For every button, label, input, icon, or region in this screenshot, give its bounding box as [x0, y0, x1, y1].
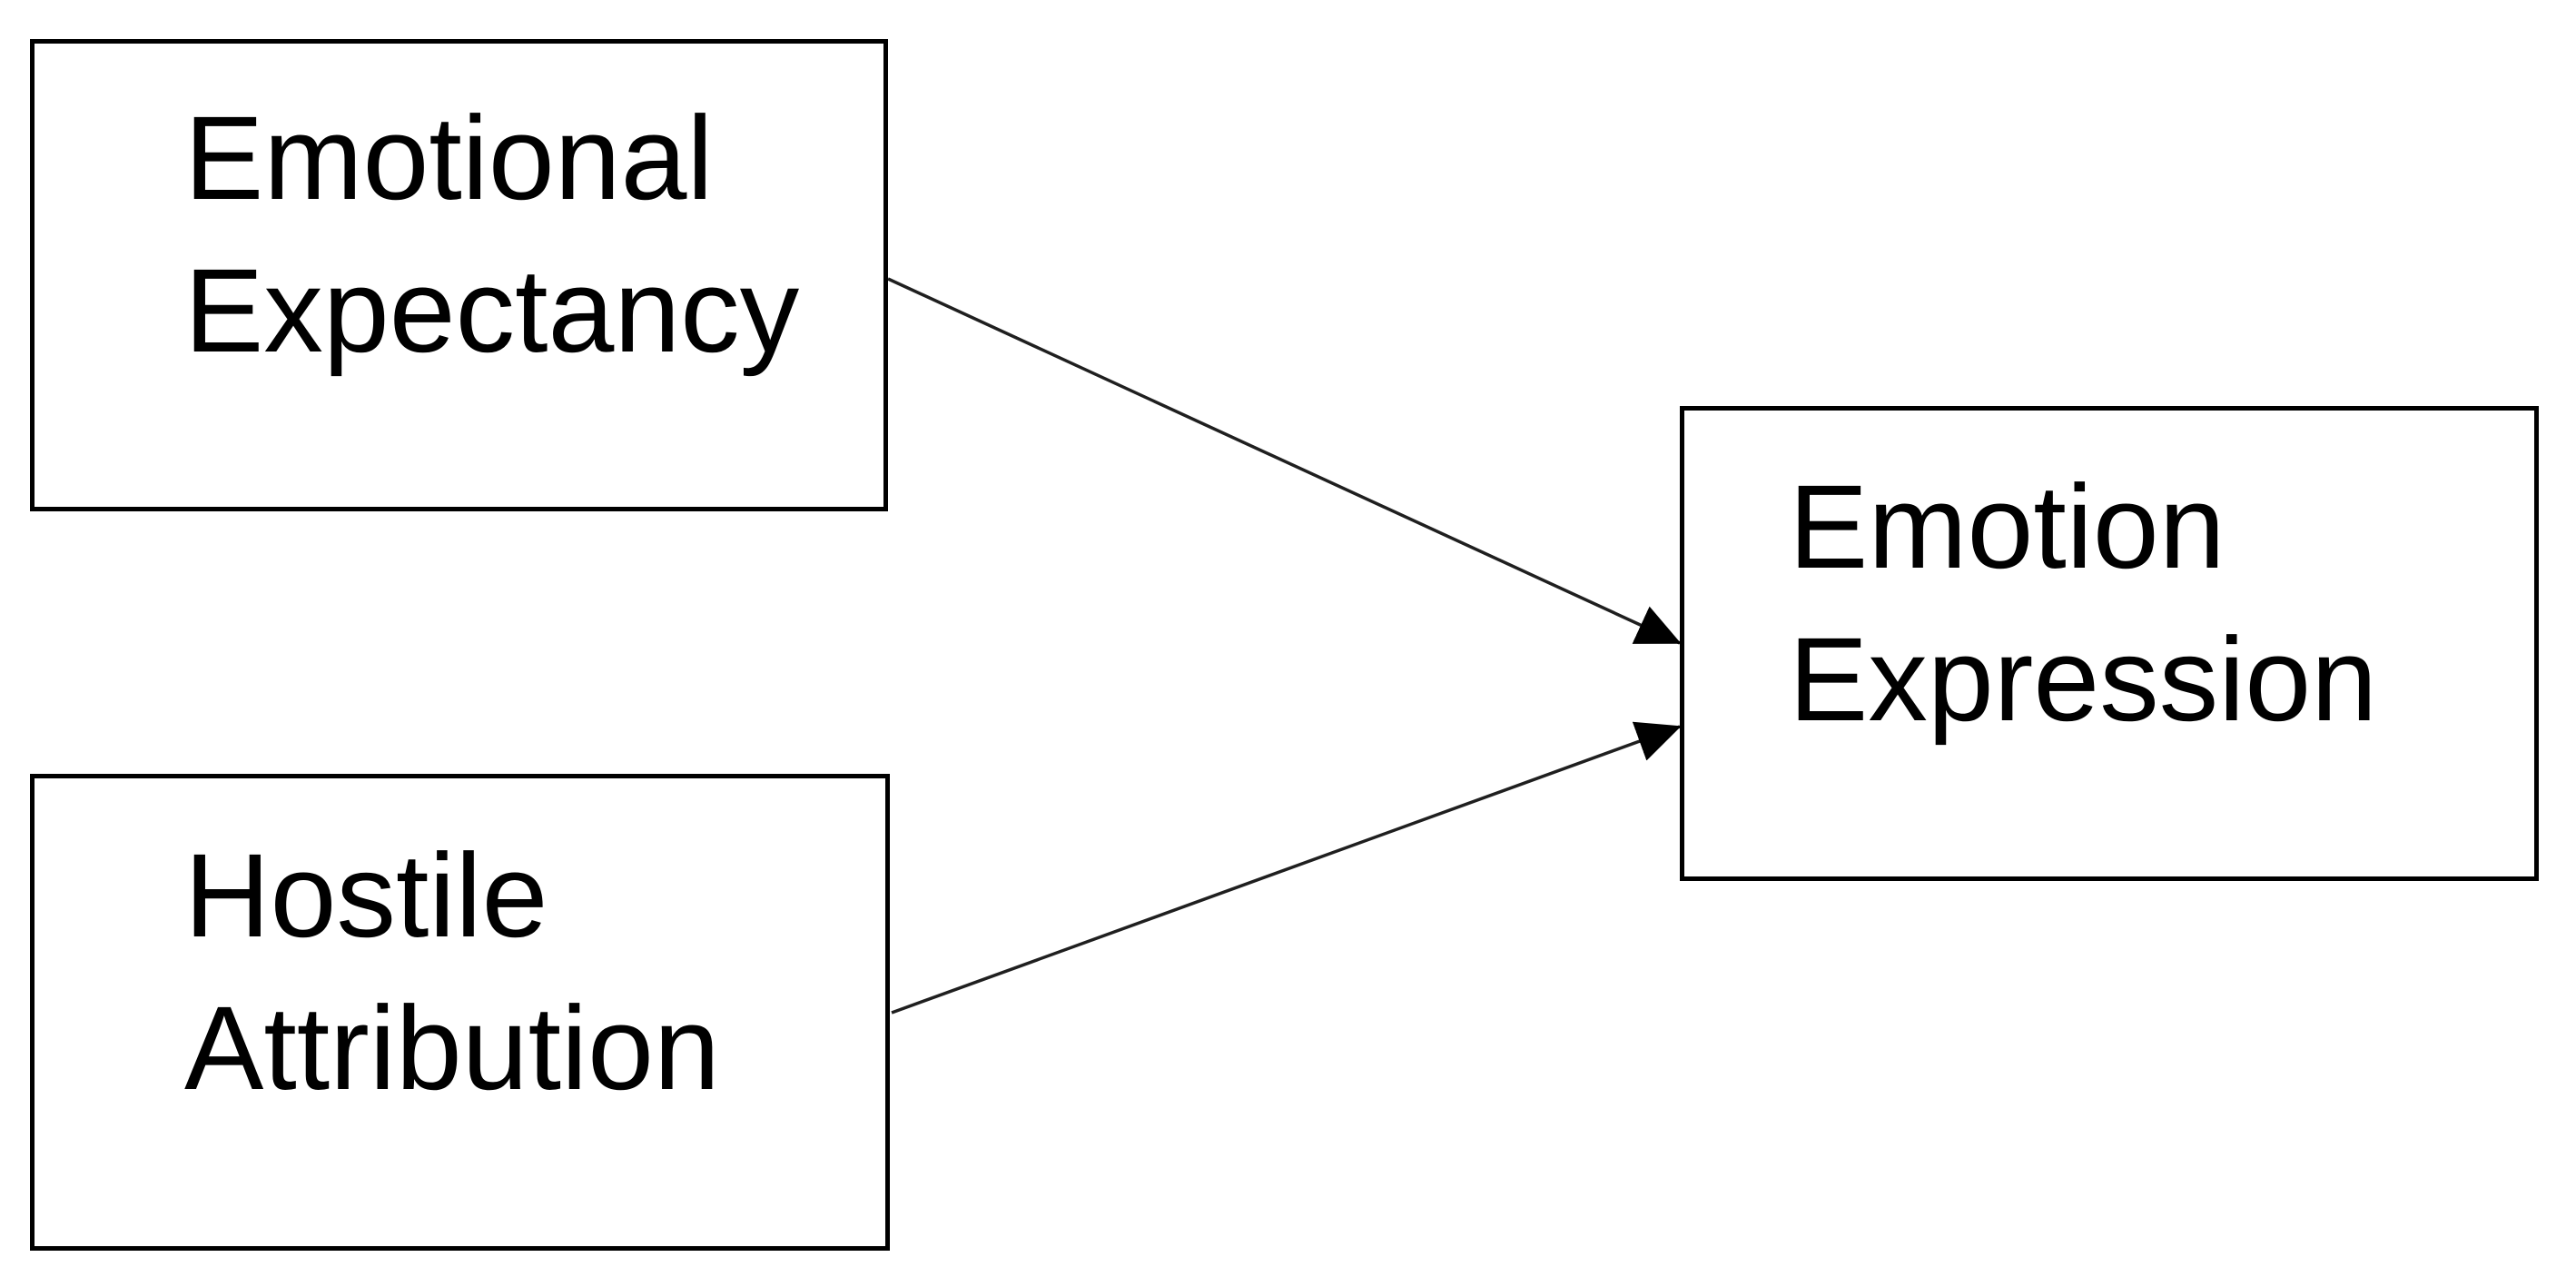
label-line: Emotional	[184, 91, 714, 224]
edge-expectancy-to-expression	[887, 277, 1682, 645]
label-line: Hostile	[184, 827, 548, 962]
node-emotional-expectancy: Emotional Expectancy	[30, 39, 888, 511]
label-line: Attribution	[184, 980, 720, 1114]
label-line: Emotion	[1789, 459, 2226, 593]
node-emotion-expression-label: Emotion Expression	[1684, 450, 2377, 756]
node-emotional-expectancy-label: Emotional Expectancy	[35, 82, 799, 387]
node-hostile-attribution: Hostile Attribution	[30, 774, 890, 1251]
edge-attribution-to-expression	[891, 721, 1682, 1015]
label-line: Expression	[1789, 611, 2378, 746]
node-emotion-expression: Emotion Expression	[1680, 406, 2539, 881]
node-hostile-attribution-label: Hostile Attribution	[35, 819, 720, 1124]
label-line: Expectancy	[184, 243, 800, 377]
